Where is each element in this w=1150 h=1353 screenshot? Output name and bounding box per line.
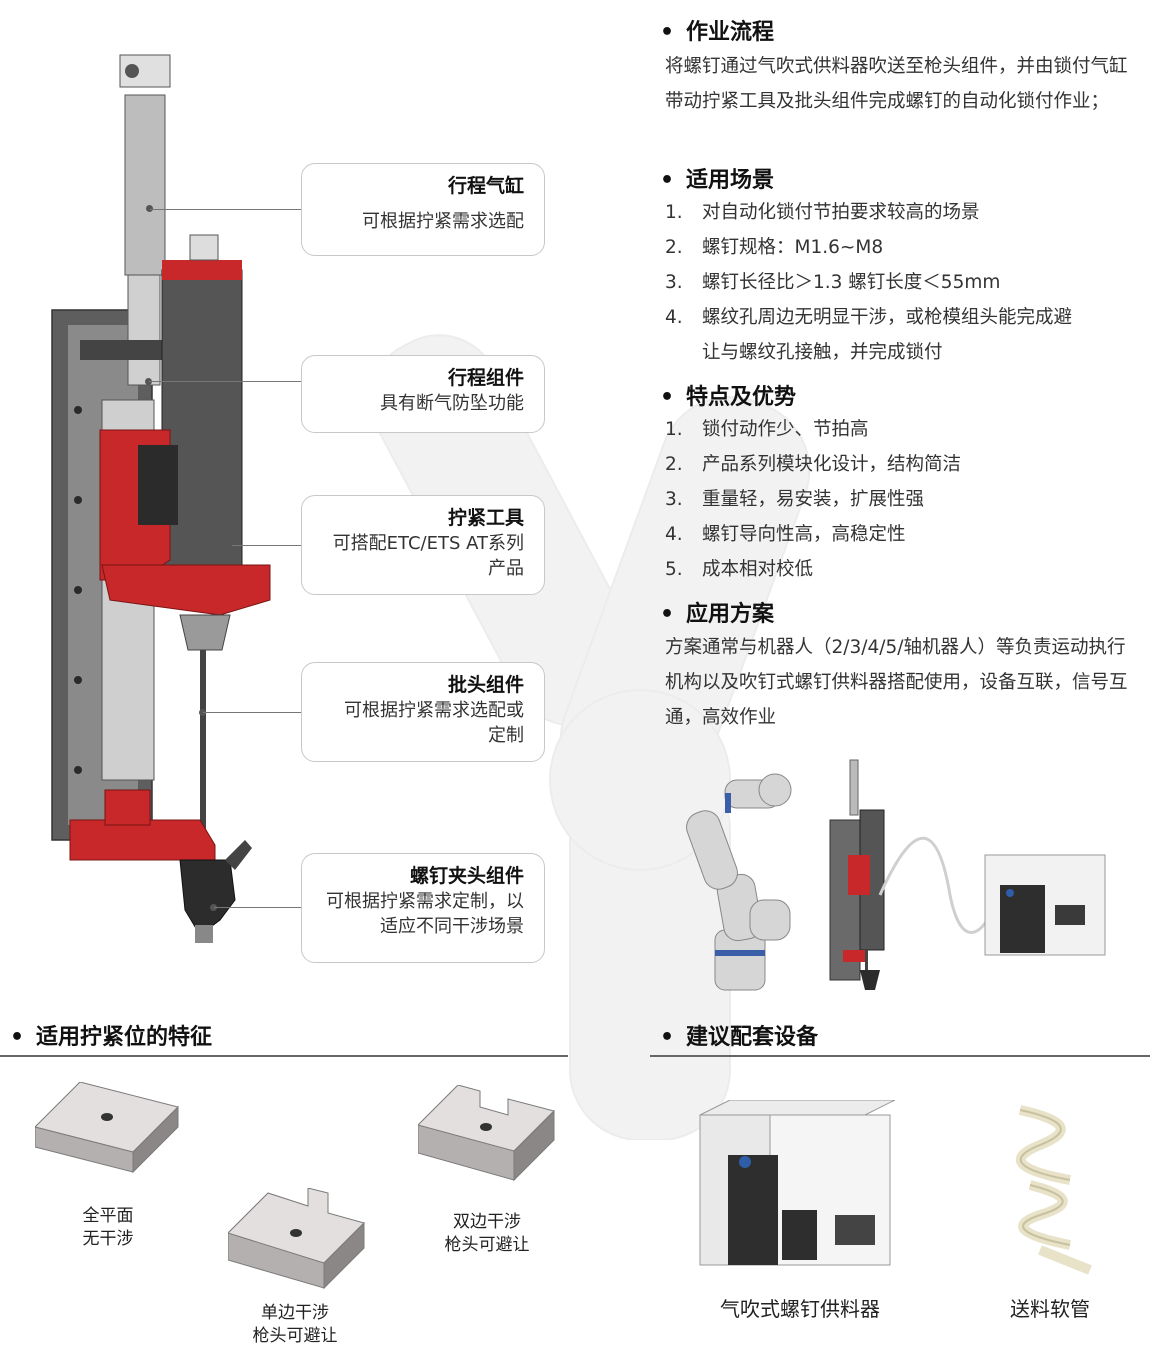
callout-desc: 具有断气防坠功能: [380, 393, 524, 414]
tightening-tool-body: [161, 269, 243, 591]
tool-marker: [228, 542, 235, 549]
callout-desc: 可根据拧紧需求选配: [362, 211, 524, 232]
features-heading: •特点及优势: [660, 385, 797, 410]
screw-module-illustration: [51, 54, 271, 943]
scenarios-heading: •适用场景: [660, 168, 775, 193]
scenario-item: 3.螺钉长径比＞1.3 螺钉长度＜55mm: [665, 272, 1001, 293]
air-cylinder: [124, 94, 166, 276]
application-system-illustration: [686, 759, 1106, 991]
bit-leader: [203, 712, 301, 713]
feature-item: 5.成本相对校低: [665, 559, 814, 580]
equipment-rule: [650, 1055, 1150, 1057]
callout-screw-chuck: 螺钉夹头组件 可根据拧紧需求定制，以适应不同干涉场景: [301, 853, 545, 963]
chuck-marker: [210, 904, 217, 911]
bit-marker: [199, 709, 206, 716]
position-features-heading: •适用拧紧位的特征: [10, 1025, 213, 1050]
callout-bit-assembly: 批头组件 可根据拧紧需求选配或定制: [301, 662, 545, 762]
scenario-item: 1.对自动化锁付节拍要求较高的场景: [665, 202, 980, 223]
equipment-heading: •建议配套设备: [660, 1025, 819, 1050]
scenario-item-continued: 让与螺纹孔接触，并完成锁付: [702, 342, 943, 363]
callout-title: 行程气缸: [447, 175, 524, 197]
block-single-side-illustration: [228, 1188, 365, 1290]
application-text: 方案通常与机器人（2/3/4/5/轴机器人）等负责运动执行机构以及吹钉式螺钉供料…: [665, 637, 1128, 728]
process-heading: •作业流程: [660, 20, 775, 45]
feed-hose-illustration: [1015, 1105, 1092, 1275]
scenario-item: 4.螺纹孔周边无明显干涉，或枪模组头能完成避: [665, 307, 1073, 328]
callout-title: 拧紧工具: [447, 507, 524, 529]
block-double-side-caption: 双边干涉 枪头可避让: [444, 1212, 530, 1255]
hose-caption: 送料软管: [1010, 1297, 1090, 1321]
callout-title: 螺钉夹头组件: [409, 865, 524, 887]
application-heading: •应用方案: [660, 602, 775, 627]
callout-tightening-tool: 拧紧工具 可搭配ETC/ETS AT系列产品: [301, 495, 545, 595]
stroke-assembly-leader: [149, 381, 301, 382]
tool-leader: [232, 545, 301, 546]
screw-chuck: [179, 859, 236, 936]
chuck-leader: [214, 907, 301, 908]
block-double-side-illustration: [418, 1085, 555, 1182]
feature-item: 2.产品系列模块化设计，结构简洁: [665, 454, 962, 475]
position-features-rule: [0, 1055, 568, 1057]
callout-stroke-assembly: 行程组件 具有断气防坠功能: [301, 355, 545, 433]
callout-stroke-cylinder: 行程气缸 可根据拧紧需求选配: [301, 163, 545, 256]
callout-title: 行程组件: [447, 367, 524, 389]
block-flat-illustration: [35, 1082, 179, 1174]
feature-item: 1.锁付动作少、节拍高: [665, 419, 869, 440]
bit-rod: [200, 650, 206, 840]
feeder-caption: 气吹式螺钉供料器: [720, 1297, 880, 1321]
air-feeder-illustration: [699, 1100, 896, 1266]
robot-arm: [686, 773, 792, 991]
callout-desc: 可根据拧紧需求定制，以适应不同干涉场景: [326, 891, 524, 937]
scenario-item: 2.螺钉规格：M1.6~M8: [665, 237, 884, 258]
callout-desc: 可根据拧紧需求选配或定制: [344, 700, 524, 746]
feature-item: 3.重量轻，易安装，扩展性强: [665, 489, 925, 510]
callout-title: 批头组件: [447, 674, 524, 696]
process-text: 将螺钉通过气吹式供料器吹送至枪头组件，并由锁付气缸带动拧紧工具及批头组件完成螺钉…: [665, 56, 1128, 112]
callout-desc: 可搭配ETC/ETS AT系列产品: [332, 533, 524, 579]
cylinder-marker: [146, 205, 153, 212]
feature-item: 4.螺钉导向性高，高稳定性: [665, 524, 906, 545]
block-single-side-caption: 单边干涉 枪头可避让: [252, 1303, 338, 1346]
stroke-assembly-marker: [145, 378, 152, 385]
cylinder-leader: [150, 209, 301, 210]
block-flat-caption: 全平面 无干涉: [82, 1206, 134, 1249]
